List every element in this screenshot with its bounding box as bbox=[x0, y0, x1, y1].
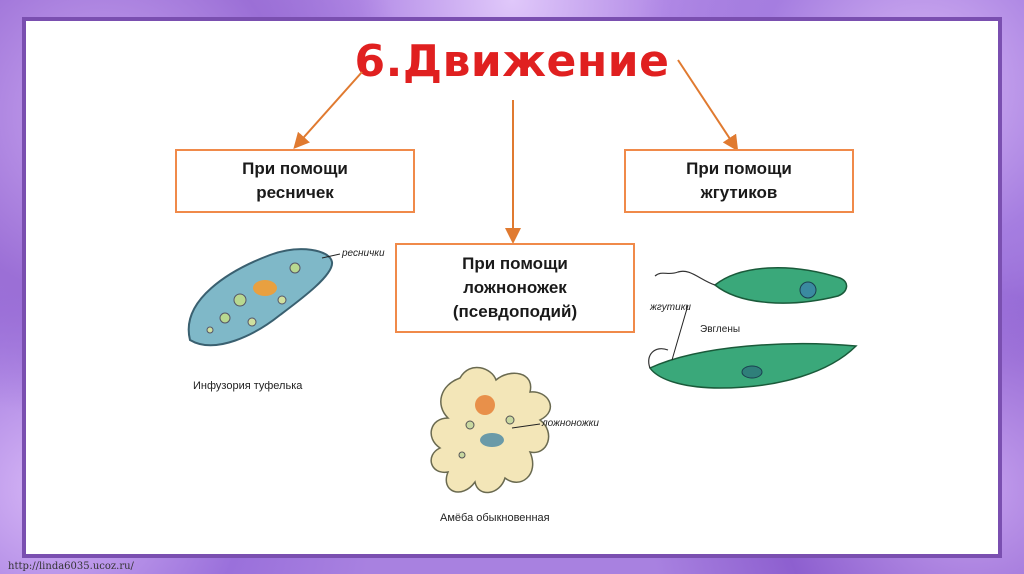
pseudopods-box-line-2: ложноножек bbox=[397, 276, 633, 300]
arrow-to-cilia bbox=[296, 72, 362, 146]
pseudopods-box: При помощи ложноножек (псевдоподий) bbox=[395, 243, 635, 333]
flagella-box-line-1: При помощи bbox=[626, 157, 852, 181]
cilia-box-line-1: При помощи bbox=[177, 157, 413, 181]
flagella-label: жгутики bbox=[650, 302, 691, 313]
flagella-box-line-2: жгутиков bbox=[626, 181, 852, 205]
pseudopods-box-line-1: При помощи bbox=[397, 252, 633, 276]
euglena-caption: Эвглены bbox=[700, 324, 740, 335]
paramecium-illustration bbox=[189, 249, 340, 345]
arrow-to-flagella bbox=[678, 60, 736, 148]
cilia-box-line-2: ресничек bbox=[177, 181, 413, 205]
amoeba-caption: Амёба обыкновенная bbox=[440, 512, 550, 524]
flagella-box: При помощи жгутиков bbox=[624, 149, 854, 213]
amoeba-illustration bbox=[431, 367, 550, 492]
pseudopod-label: ложноножки bbox=[542, 418, 599, 429]
cilia-box: При помощи ресничек bbox=[175, 149, 415, 213]
cilia-label: реснички bbox=[342, 248, 385, 259]
pseudopods-box-line-3: (псевдоподий) bbox=[397, 300, 633, 324]
paramecium-caption: Инфузория туфелька bbox=[193, 380, 302, 392]
footer-url: http://linda6035.ucoz.ru/ bbox=[8, 561, 134, 572]
euglena-illustration bbox=[649, 268, 856, 388]
